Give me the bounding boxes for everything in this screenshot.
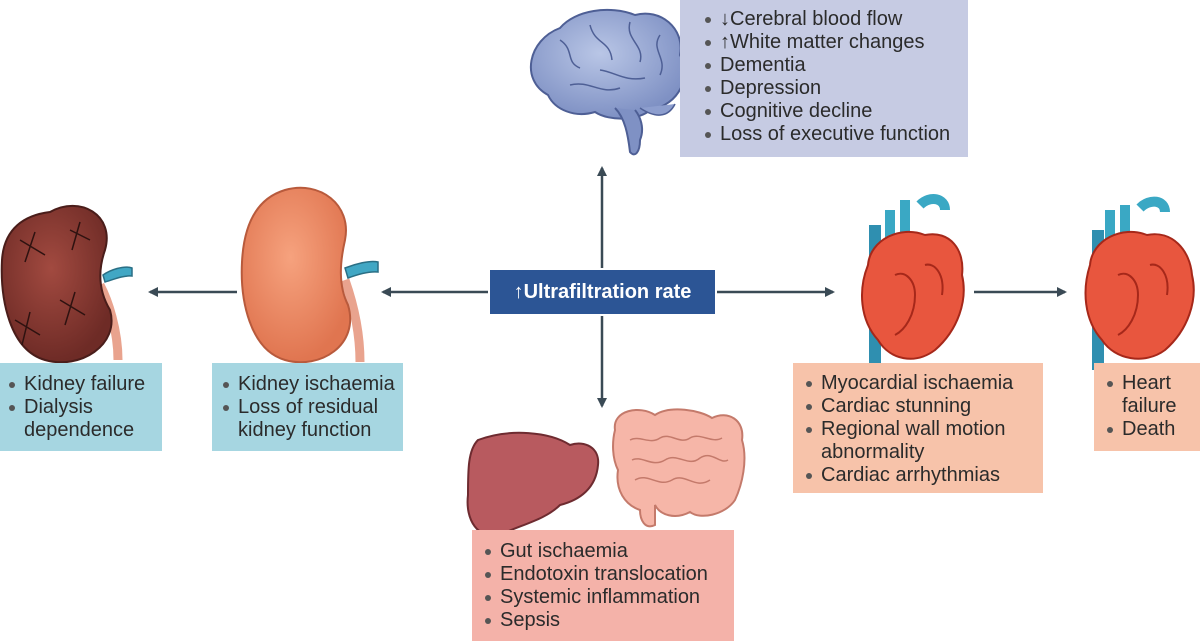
liver-illustration — [466, 431, 600, 537]
kidney-failure-box: Kidney failure Dialysis dependence — [0, 363, 162, 451]
list-item: Depression — [702, 77, 958, 100]
list-item: Cardiac stunning — [803, 395, 1037, 418]
kidney-illustration — [240, 186, 379, 364]
list-item: Death — [1104, 418, 1196, 441]
list-item: ↓Cerebral blood flow — [702, 8, 958, 31]
list-item: Dialysis dependence — [6, 396, 156, 442]
list-item: Dementia — [702, 54, 958, 77]
list-item: Myocardial ischaemia — [803, 372, 1037, 395]
intestines-illustration — [612, 408, 746, 528]
list-item: Cardiac arrhythmias — [803, 464, 1037, 487]
brain-illustration — [530, 8, 686, 156]
damaged-kidney-illustration — [0, 204, 133, 364]
heart-failure-illustration — [1084, 196, 1195, 370]
list-item: Sepsis — [482, 609, 728, 632]
list-item: Gut ischaemia — [482, 540, 728, 563]
list-item: Heart failure — [1104, 372, 1196, 418]
list-item: ↑White matter changes — [702, 31, 958, 54]
list-item: Cognitive decline — [702, 100, 958, 123]
ultrafiltration-rate-box: ↑Ultrafiltration rate — [490, 270, 715, 314]
heart-effects-box: Myocardial ischaemia Cardiac stunning Re… — [793, 363, 1043, 493]
list-item: Kidney ischaemia — [220, 373, 397, 396]
gut-effects-box: Gut ischaemia Endotoxin translocation Sy… — [472, 530, 734, 641]
list-item: Kidney failure — [6, 373, 156, 396]
list-item: Loss of residual kidney function — [220, 396, 397, 442]
heart-failure-box: Heart failure Death — [1094, 363, 1200, 451]
heart-illustration — [861, 194, 965, 370]
list-item: Regional wall motion abnormality — [803, 418, 1037, 464]
brain-effects-box: ↓Cerebral blood flow ↑White matter chang… — [680, 0, 968, 157]
list-item: Systemic inflammation — [482, 586, 728, 609]
kidney-ischaemia-box: Kidney ischaemia Loss of residual kidney… — [212, 363, 403, 451]
ultrafiltration-rate-label: ↑Ultrafiltration rate — [513, 280, 692, 303]
list-item: Endotoxin translocation — [482, 563, 728, 586]
list-item: Loss of executive function — [702, 123, 958, 146]
